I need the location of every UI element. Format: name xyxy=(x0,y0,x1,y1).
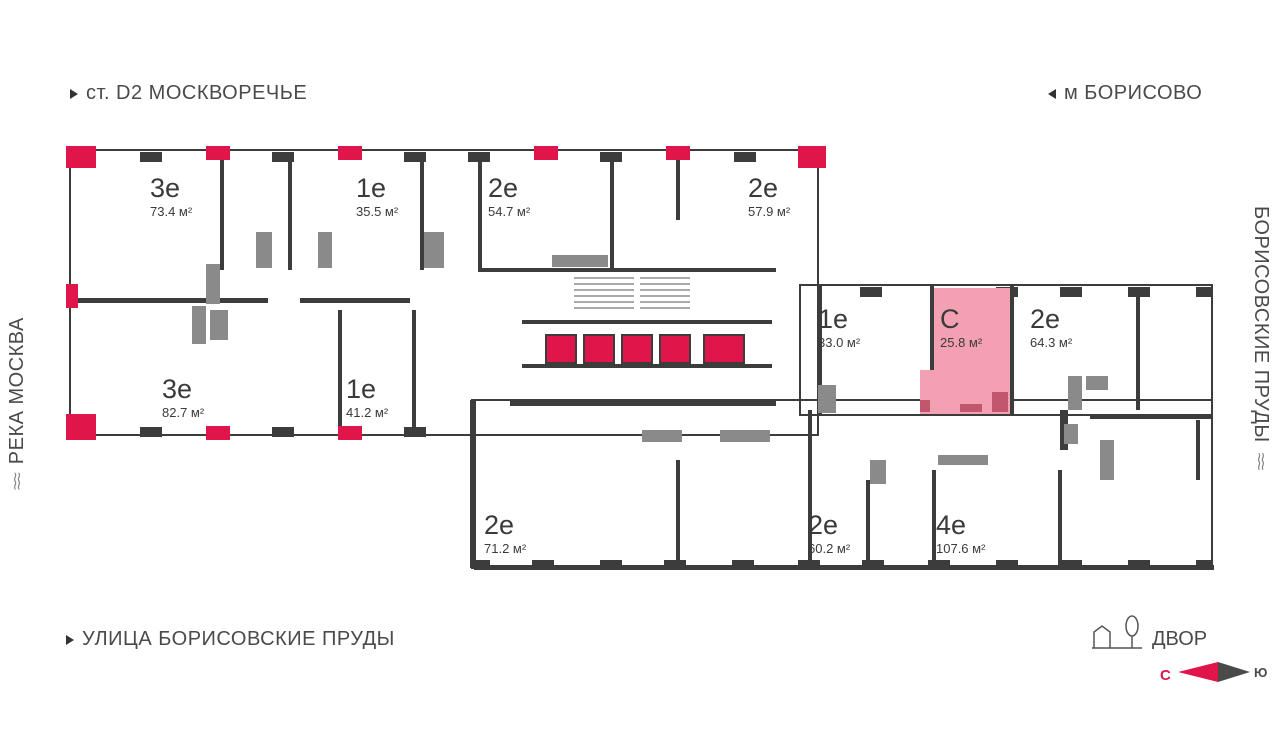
columns xyxy=(66,146,826,440)
apartment-type: 2е xyxy=(748,173,779,203)
compass: С Ю xyxy=(1160,658,1270,693)
compass-north-label: С xyxy=(1160,667,1171,684)
apartment-type: 3е xyxy=(150,173,181,203)
compass-arrow-icon: С Ю xyxy=(1160,662,1267,684)
stairs xyxy=(574,277,690,309)
apartment-type: 1е xyxy=(346,374,377,404)
apartment-2e-71[interactable]: 2е 71.2 м² xyxy=(484,510,527,556)
label-street-text: УЛИЦА БОРИСОВСКИЕ ПРУДЫ xyxy=(82,628,395,650)
playground-icon xyxy=(1092,615,1142,649)
apartment-area: 107.6 м² xyxy=(936,541,986,556)
apartment-3e-82[interactable]: 3е 82.7 м² xyxy=(162,374,205,420)
compass-south-label: Ю xyxy=(1254,665,1267,680)
apartment-type: 2е xyxy=(484,510,515,540)
label-metro-text: м БОРИСОВО xyxy=(1064,82,1203,104)
apartment-type: 2е xyxy=(488,173,519,203)
apartment-area: 25.8 м² xyxy=(940,335,983,350)
apartment-area: 57.9 м² xyxy=(748,204,791,219)
elevators xyxy=(545,334,745,364)
label-street: УЛИЦА БОРИСОВСКИЕ ПРУДЫ xyxy=(66,628,395,651)
elevator xyxy=(703,334,745,364)
apartment-type: 2е xyxy=(808,510,839,540)
label-metro: м БОРИСОВО xyxy=(1048,82,1202,105)
apartment-2e-54[interactable]: 2е 54.7 м² xyxy=(488,173,531,219)
east-wing-outline xyxy=(799,284,1213,416)
apartment-2e-57[interactable]: 2е 57.9 м² xyxy=(748,173,791,219)
apartment-area: 54.7 м² xyxy=(488,204,531,219)
apartment-2e-60[interactable]: 2е 60.2 м² xyxy=(808,510,851,556)
apartment-type: 1е xyxy=(356,173,387,203)
apartment-area: 82.7 м² xyxy=(162,405,205,420)
highlighted-studio xyxy=(920,288,1010,414)
elevator xyxy=(621,334,653,364)
apartment-area: 73.4 м² xyxy=(150,204,193,219)
arrow-left-icon xyxy=(1048,88,1056,99)
apartment-type: 4е xyxy=(936,510,967,540)
apartment-area: 60.2 м² xyxy=(808,541,851,556)
arrow-right-icon xyxy=(66,634,74,645)
apartment-studio-25[interactable]: С 25.8 м² xyxy=(940,304,983,350)
elevator xyxy=(659,334,691,364)
apartment-type: 3е xyxy=(162,374,193,404)
apartment-1e-33[interactable]: 1е 33.0 м² xyxy=(818,304,861,350)
label-station: ст. D2 МОСКВОРЕЧЬЕ xyxy=(70,82,307,105)
apartment-type: С xyxy=(940,304,960,334)
bathroom-fixtures xyxy=(192,232,1114,484)
apartment-area: 33.0 м² xyxy=(818,335,861,350)
apartment-area: 35.5 м² xyxy=(356,204,399,219)
apartment-type: 2е xyxy=(1030,304,1061,334)
apartment-4e-107[interactable]: 4е 107.6 м² xyxy=(936,510,986,556)
arrow-right-icon xyxy=(70,88,78,99)
elevator xyxy=(583,334,615,364)
apartment-2e-64[interactable]: 2е 64.3 м² xyxy=(1030,304,1073,350)
apartment-1e-41[interactable]: 1е 41.2 м² xyxy=(346,374,389,420)
apartment-area: 41.2 м² xyxy=(346,405,389,420)
elevator xyxy=(545,334,577,364)
corridor-wall xyxy=(522,364,772,368)
label-yard: ДВОР xyxy=(1152,628,1208,650)
apartment-3e-73[interactable]: 3е 73.4 м² xyxy=(150,173,193,219)
label-station-text: ст. D2 МОСКВОРЕЧЬЕ xyxy=(86,82,308,104)
apartment-1e-35[interactable]: 1е 35.5 м² xyxy=(356,173,399,219)
apartment-area: 71.2 м² xyxy=(484,541,527,556)
corridor-wall xyxy=(522,320,772,324)
apartment-area: 64.3 м² xyxy=(1030,335,1073,350)
apartment-type: 1е xyxy=(818,304,849,334)
